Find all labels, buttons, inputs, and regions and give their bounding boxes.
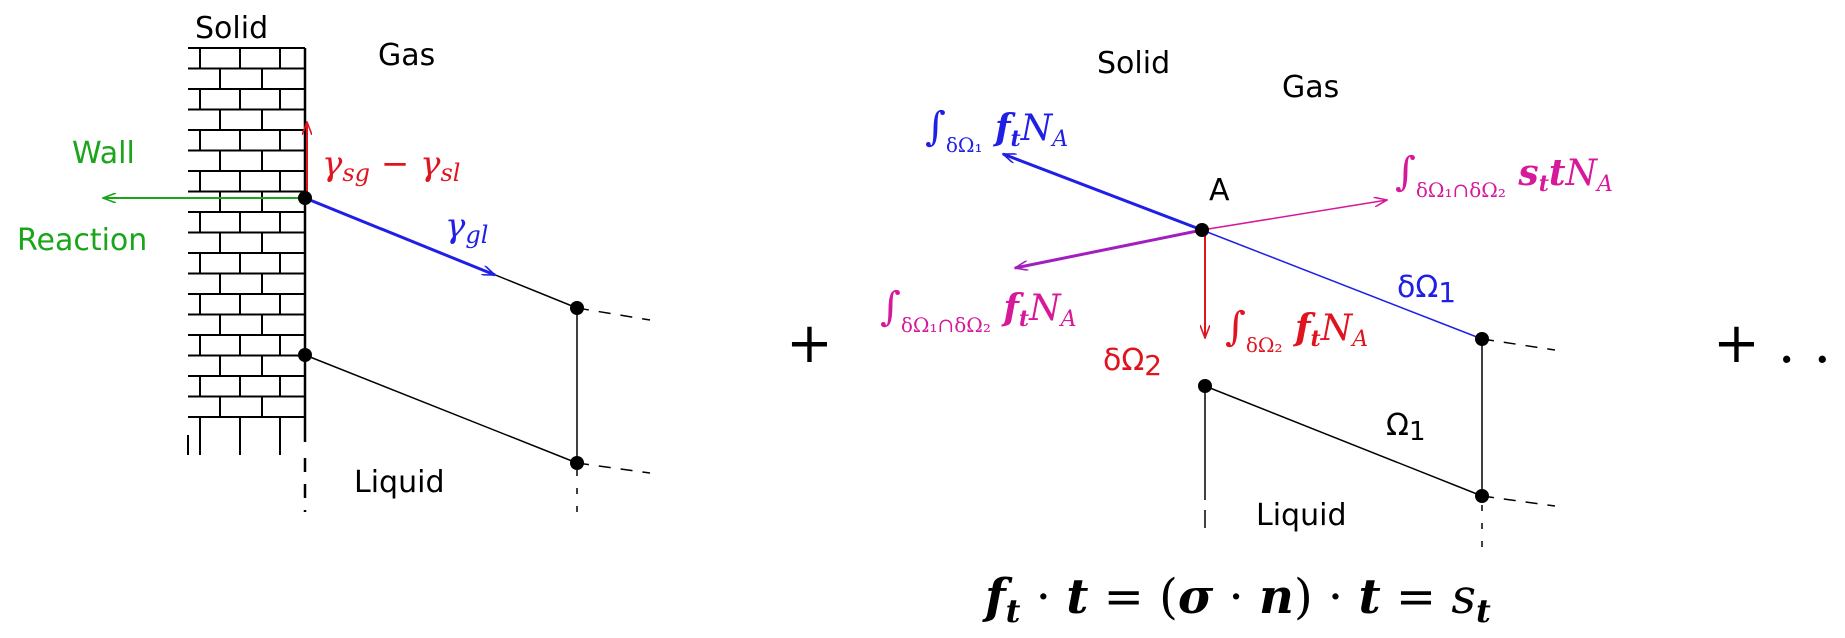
omega1-label: Ω1 [1386, 408, 1425, 447]
int-intersection-st-label: ∫δΩ₁∩δΩ₂ sttNA [1395, 149, 1613, 202]
gamma-gl-arrow [304, 196, 495, 277]
node-right-bottom-2 [1475, 489, 1489, 503]
liquid-label-right: Liquid [1256, 498, 1346, 533]
node-a-label: A [1209, 173, 1230, 208]
boundary-delta-omega1 [1201, 229, 1483, 340]
ft-intersection-arrow [1015, 228, 1203, 268]
node-right-bottom [570, 456, 584, 470]
node-liquid-left [1198, 379, 1212, 393]
solid-label-left: Solid [195, 11, 268, 46]
int-omega2-label: ∫δΩ₂ ftNA [1225, 304, 1368, 357]
solid-label-right: Solid [1097, 46, 1170, 81]
int-intersection-ft-label: ∫δΩ₁∩δΩ₂ ftNA [880, 284, 1076, 337]
mesh-dash-top-right [1481, 338, 1556, 351]
node-right-top [570, 301, 584, 315]
mesh-edge-bottom [304, 354, 578, 464]
mesh-dash-bottom [576, 462, 651, 474]
liquid-label-left: Liquid [354, 465, 444, 500]
delta-omega2-label: δΩ2 [1103, 343, 1162, 382]
node-contact [298, 191, 312, 205]
brick-wall [187, 47, 305, 455]
node-right-top-2 [1475, 332, 1489, 346]
gamma-gl-label: γgl [445, 206, 488, 249]
plus-sign: + [786, 311, 833, 376]
gas-label-left: Gas [378, 38, 435, 73]
wall-label: Wall [72, 136, 135, 171]
mesh-dash-top [576, 307, 651, 321]
gamma-sg-minus-sl-label: γsg − γsl [322, 144, 460, 187]
traction-equation: ft · t = (σ · n) · t = st [982, 569, 1491, 630]
mesh-dash-bottom-right [1481, 495, 1556, 507]
mesh-edge-bottom-right [1204, 385, 1483, 497]
reaction-label: Reaction [17, 223, 147, 258]
int-omega1-label: ∫δΩ₁ ftNA [925, 104, 1068, 157]
ft-omega1-arrow [1003, 152, 1203, 232]
gas-label-right: Gas [1282, 70, 1339, 105]
plus-ellipsis: + . . . [1713, 311, 1845, 376]
delta-omega1-label: δΩ1 [1397, 270, 1456, 309]
node-wall-lower [298, 348, 312, 362]
node-a [1195, 223, 1209, 237]
st-intersection-arrow [1201, 200, 1387, 231]
